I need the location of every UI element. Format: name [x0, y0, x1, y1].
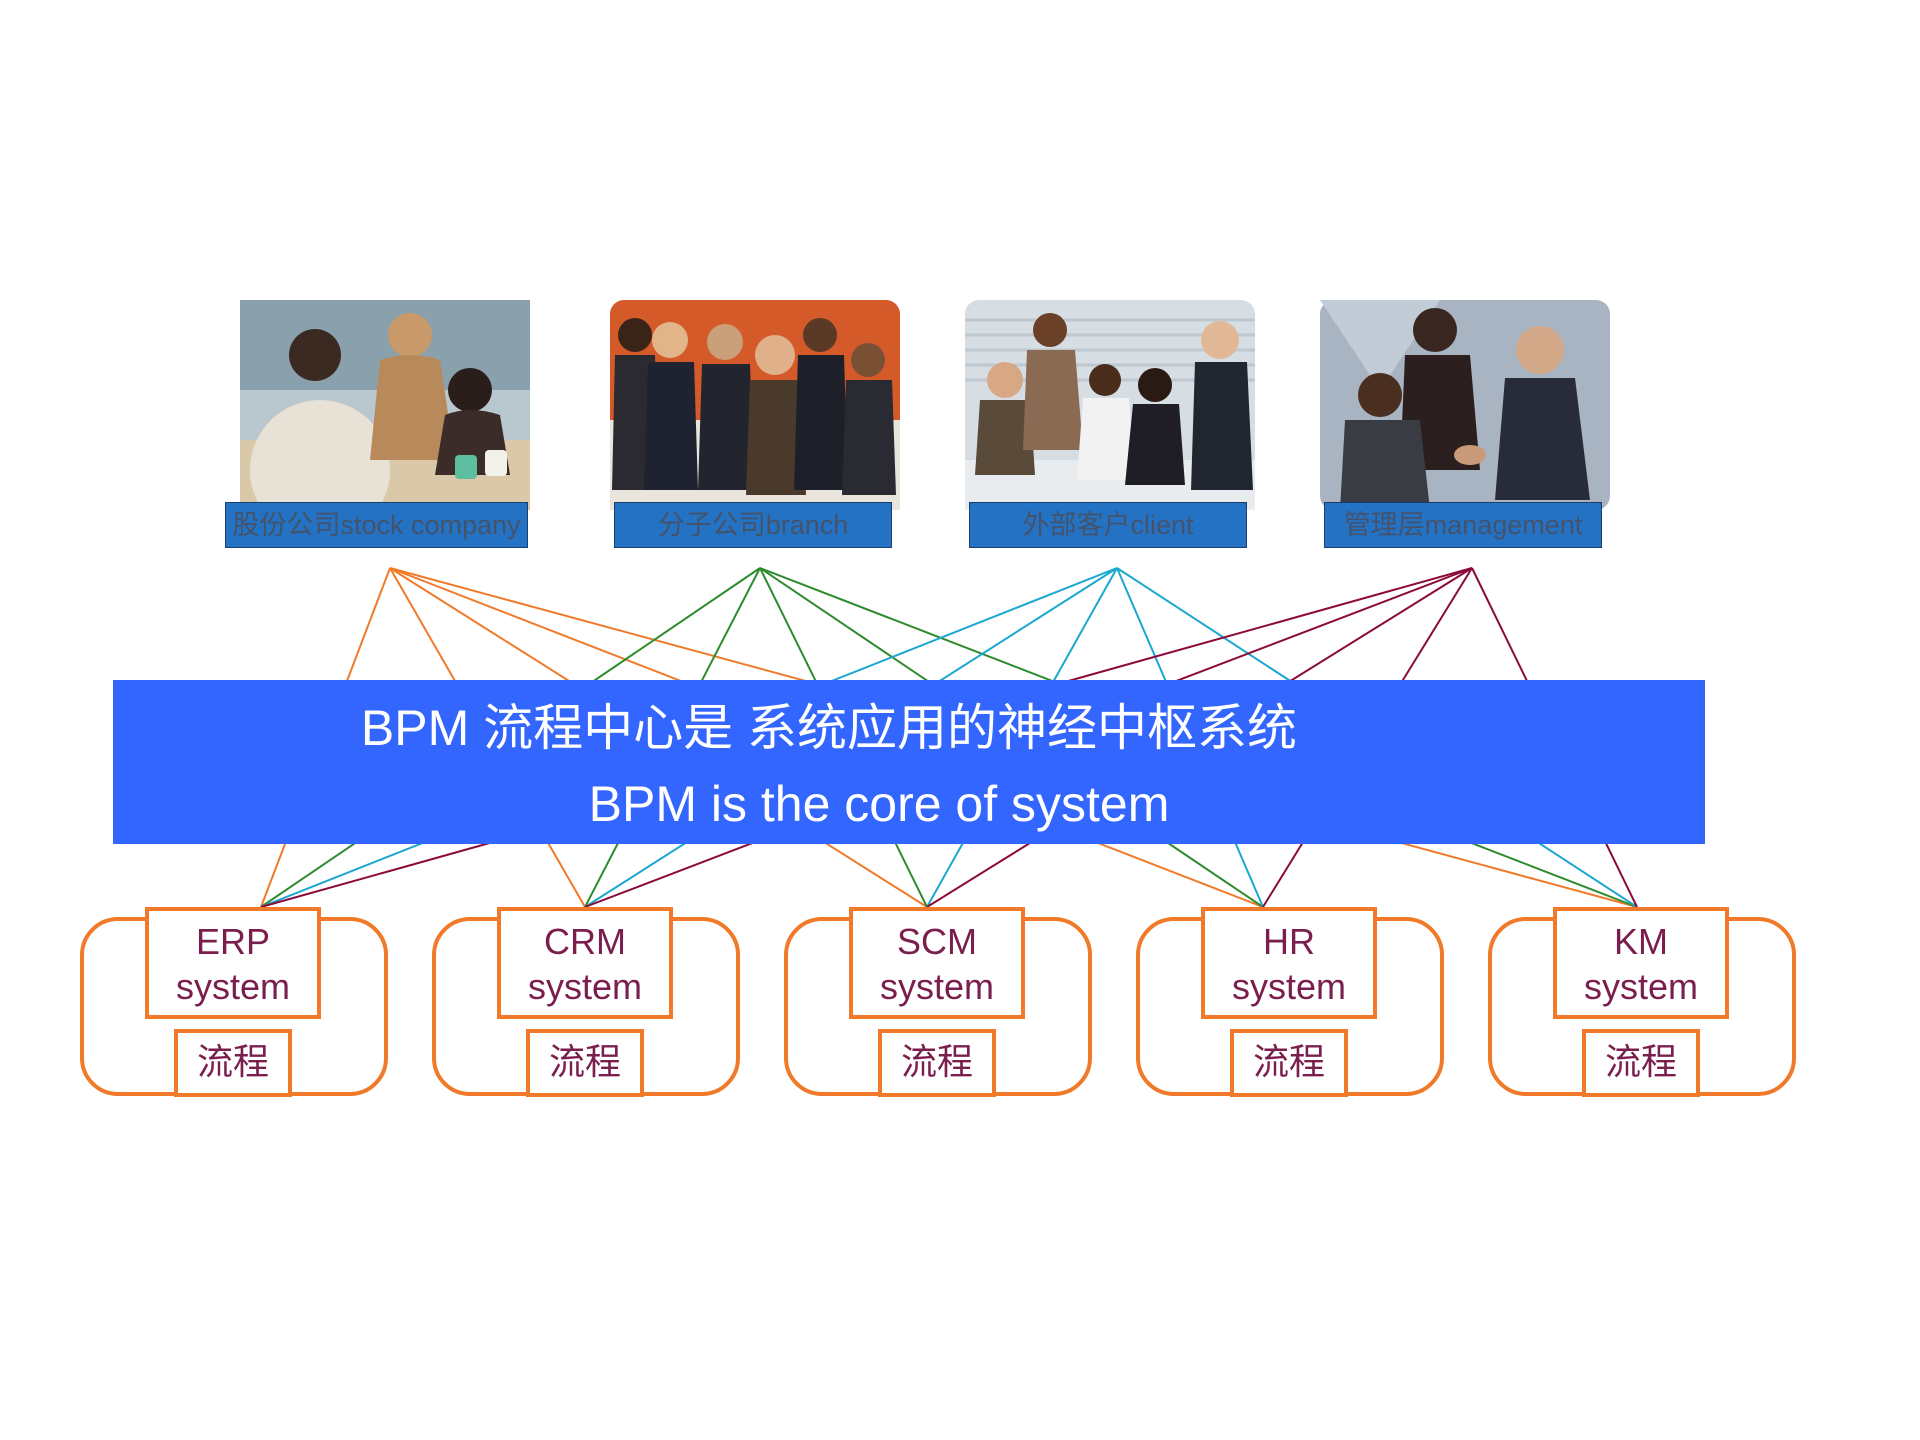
meeting-photo	[240, 300, 530, 510]
stakeholder-label: 管理层management	[1324, 502, 1602, 548]
stakeholder-label: 外部客户client	[969, 502, 1247, 548]
system-title: ERP system	[145, 907, 321, 1019]
system-process: 流程	[1230, 1029, 1348, 1097]
system-process: 流程	[174, 1029, 292, 1097]
team-photo	[610, 300, 900, 510]
system-name: SCM	[897, 921, 977, 962]
system-title: HR system	[1201, 907, 1377, 1019]
system-name: HR	[1263, 921, 1315, 962]
system-name: CRM	[544, 921, 626, 962]
system-sub: system	[1231, 966, 1346, 1007]
banner-title-cn: BPM 流程中心是 系统应用的神经中枢系统	[360, 700, 1298, 756]
system-title: KM system	[1553, 907, 1729, 1019]
system-name: ERP	[195, 921, 271, 962]
system-process: 流程	[526, 1029, 644, 1097]
handshake-photo	[1320, 300, 1610, 510]
system-sub: system	[527, 966, 642, 1007]
stakeholder-label: 分子公司branch	[614, 502, 892, 548]
system-title: CRM system	[497, 907, 673, 1019]
system-sub: system	[879, 966, 994, 1007]
system-sub: system	[1583, 966, 1698, 1007]
system-sub: system	[175, 966, 290, 1007]
system-process: 流程	[1582, 1029, 1700, 1097]
system-process: 流程	[878, 1029, 996, 1097]
stakeholder-label: 股份公司stock company	[225, 502, 528, 548]
system-title: SCM system	[849, 907, 1025, 1019]
bpm-core-banner: BPM 流程中心是 系统应用的神经中枢系统 BPM is the core of…	[113, 680, 1705, 844]
system-name: KM	[1614, 921, 1668, 962]
banner-title-en: BPM is the core of system	[588, 776, 1170, 832]
client-meeting-photo	[965, 300, 1255, 510]
